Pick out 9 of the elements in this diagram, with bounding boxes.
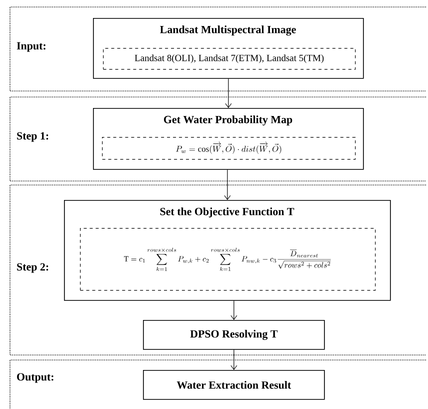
process-box: DPSO Resolving T — [143, 320, 325, 350]
process-box: Water Extraction Result — [143, 370, 325, 400]
arrow — [224, 170, 231, 200]
dashed-box: Landsat 8(OLI), Landsat 7(ETM), Landsat 5(TM) — [103, 48, 356, 70]
formula-box: $P_w = \cos(\overrightarrow{W},\vec{O}) \cdot dist(\overrightarrow{W},\vec{O})$ — [102, 137, 356, 160]
arrow — [230, 300, 238, 320]
arrow — [230, 350, 238, 370]
formula-box: $\mathrm{T} = c_1 \sum_{k=1}^{rows\times cols} P_{w,k} + c_2 \sum_{k=1}^{rows\times cols} P_{nw,k} - c_3 \frac{\overline{D}_{nearest}}{\sqrt{rows^2+cols^2}}$ — [80, 228, 376, 291]
arrow — [225, 78, 232, 108]
